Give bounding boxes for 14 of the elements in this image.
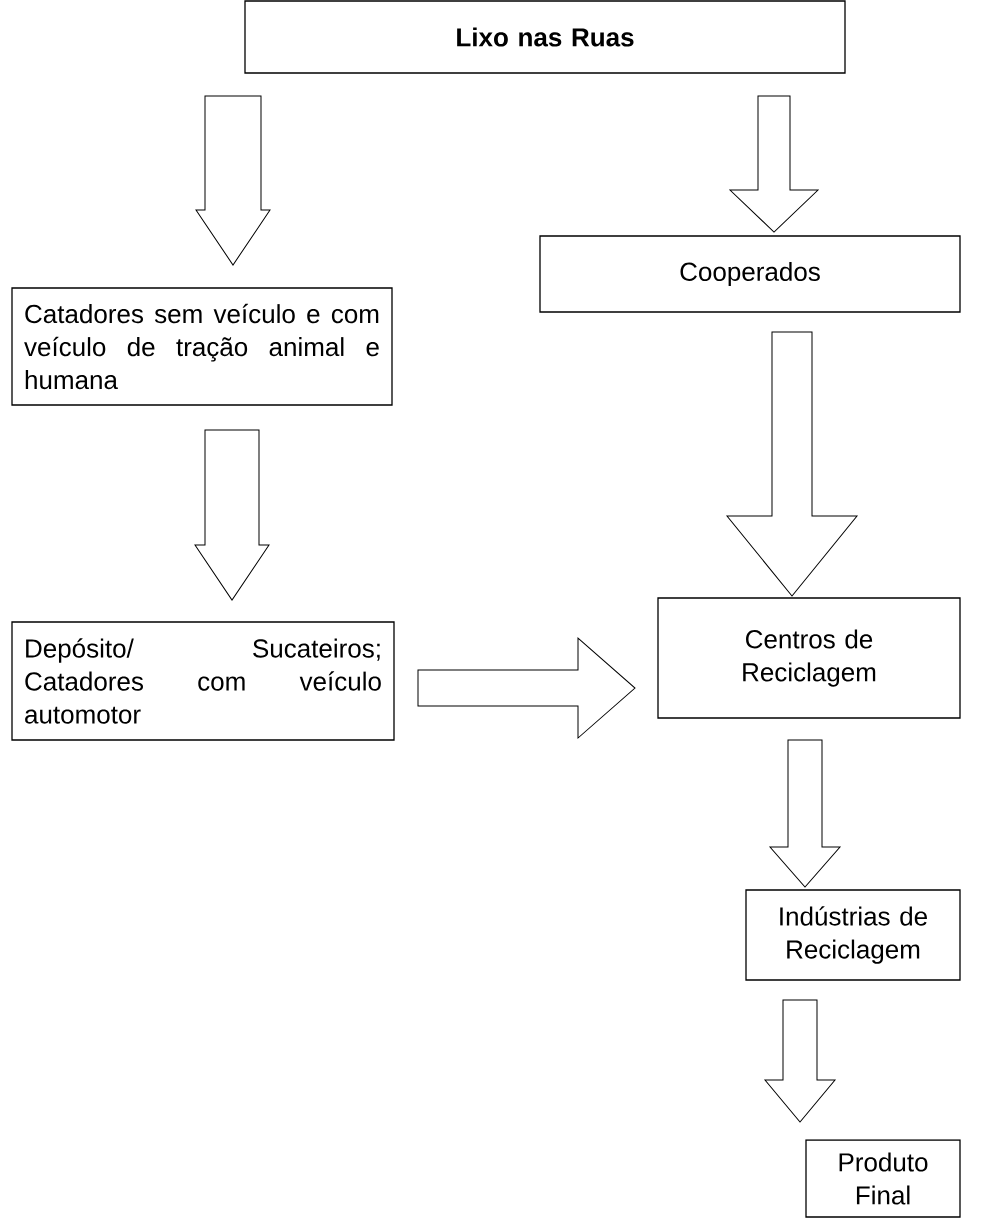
block-arrow bbox=[764, 999, 836, 1123]
process-box: Centros de Reciclagem bbox=[657, 597, 961, 719]
block-arrow bbox=[726, 331, 858, 597]
process-box: Cooperados bbox=[539, 235, 961, 313]
block-arrow bbox=[195, 95, 271, 266]
process-box: Lixo nas Ruas bbox=[244, 0, 846, 74]
process-box: Produto Final bbox=[805, 1139, 961, 1218]
process-box: Depósito/ Sucateiros; Catadores com veículo automotor bbox=[11, 621, 395, 741]
process-box: Catadores sem veículo e com veículo de tração animal e humana bbox=[11, 287, 393, 406]
block-arrow bbox=[729, 95, 819, 233]
block-arrow bbox=[417, 637, 636, 739]
process-box: Indústrias de Reciclagem bbox=[745, 889, 961, 981]
block-arrow bbox=[769, 739, 841, 888]
block-arrow bbox=[194, 429, 270, 601]
